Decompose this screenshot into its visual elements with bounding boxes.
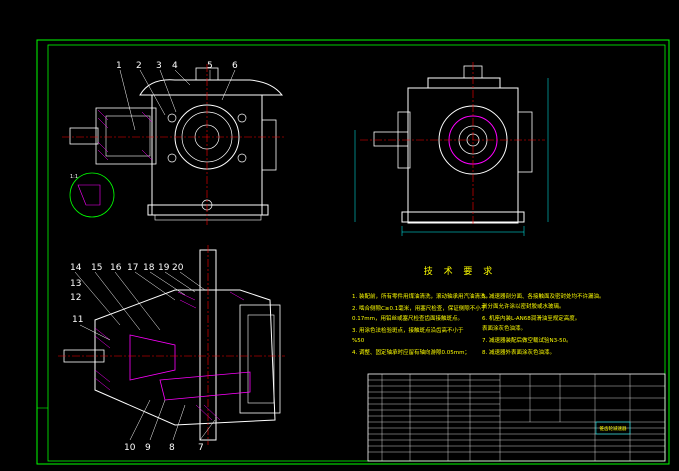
plan-housing xyxy=(94,289,276,426)
technical-requirements: 技 术 要 求 1. 装配前，所有零件用煤油清洗，滚动轴承用汽油清洗。 2. 啮… xyxy=(352,265,605,356)
front-bearing-cap xyxy=(95,107,157,165)
front-input-shaft xyxy=(69,127,99,145)
tech-req-right-2: 剖分面允许涂以密封胶或水玻璃。 xyxy=(482,302,565,310)
tech-req-left-2: 2. 啮合侧隙C≥0.1毫米，用塞尺检查，保证侧隙不小于 xyxy=(352,304,487,312)
title-block-grid xyxy=(368,374,665,461)
plan-view xyxy=(58,245,285,445)
part-label-18: 18 xyxy=(143,263,155,273)
part-label-20: 20 xyxy=(172,263,184,273)
front-part-labels: 1 2 3 4 5 6 xyxy=(116,61,238,71)
front-detail-circle xyxy=(69,172,115,218)
tech-req-left-4: 3. 用涂色法检验斑点，接触斑点沿齿高不小于 xyxy=(352,326,464,334)
front-hatch xyxy=(97,109,153,161)
part-label-8: 8 xyxy=(169,443,175,453)
outer-border xyxy=(36,39,670,465)
part-label-3: 3 xyxy=(156,61,162,71)
tech-req-left-5: %50 xyxy=(352,338,365,344)
tech-req-title: 技 术 要 求 xyxy=(424,265,497,277)
title-block-frame xyxy=(367,373,666,462)
plan-inner-housing xyxy=(239,304,281,414)
part-label-15: 15 xyxy=(91,263,102,273)
front-view: 1:1 xyxy=(62,64,285,225)
drawing-name: 锥齿轮减速器 xyxy=(600,425,627,432)
detail-scale-label: 1:1 xyxy=(70,174,78,180)
plan-bevel-pinion xyxy=(129,334,176,381)
part-label-17: 17 xyxy=(127,263,138,273)
front-leaders xyxy=(119,69,236,131)
tech-req-right-4: 表面涂灰色油漆。 xyxy=(482,324,526,332)
tech-req-right-6: 8. 减速器外表面涂灰色油漆。 xyxy=(482,348,555,356)
front-detail-shape xyxy=(77,184,101,206)
front-inner-cap xyxy=(105,115,151,157)
side-housing xyxy=(407,87,519,224)
plan-part-labels: 14 15 16 17 18 19 20 13 12 11 10 9 8 7 xyxy=(70,263,204,453)
part-label-13: 13 xyxy=(70,279,81,289)
title-name-cell xyxy=(595,421,631,435)
tech-req-left-6: 4. 调整、固定轴承时应留有轴向游隙0.05mm； xyxy=(352,348,470,356)
tech-req-right-1: 5. 减速器剖分面、各接触面及密封处均不许漏油。 xyxy=(482,292,605,300)
side-dimensions xyxy=(354,78,549,236)
tech-req-left-1: 1. 装配前，所有零件用煤油清洗，滚动轴承用汽油清洗。 xyxy=(352,292,491,300)
front-centerlines xyxy=(62,64,285,225)
front-right-flange xyxy=(261,119,277,171)
side-base xyxy=(401,211,525,223)
side-input-shaft xyxy=(373,131,409,147)
part-label-19: 19 xyxy=(158,263,170,273)
front-top-cover xyxy=(139,79,284,96)
part-label-4: 4 xyxy=(172,61,178,71)
part-label-11: 11 xyxy=(72,315,83,325)
plan-hatch xyxy=(94,291,245,421)
part-label-10: 10 xyxy=(124,443,136,453)
part-label-6: 6 xyxy=(232,61,238,71)
part-label-1: 1 xyxy=(116,61,122,71)
plan-centerlines xyxy=(58,245,285,445)
plan-leaders xyxy=(74,271,216,441)
tech-req-right-5: 7. 减速器装配后做空载试验N3-50。 xyxy=(482,336,572,344)
part-label-2: 2 xyxy=(136,61,142,71)
title-block: 锥齿轮减速器 xyxy=(367,373,666,462)
side-view xyxy=(354,62,549,236)
side-right-flange xyxy=(517,111,533,173)
plan-bevel-gear xyxy=(159,371,251,401)
side-top-cover xyxy=(427,77,501,88)
part-label-9: 9 xyxy=(145,443,151,453)
tech-req-left-3: 0.17mm，用铅丝或塞尺检查齿面接触斑点。 xyxy=(352,314,463,322)
tech-req-right-3: 6. 机座内装L-AN68润滑油至规定高度。 xyxy=(482,314,580,322)
part-label-5: 5 xyxy=(207,61,213,71)
plan-inner-housing-2 xyxy=(247,314,275,404)
inner-border xyxy=(47,44,666,462)
part-label-7: 7 xyxy=(198,443,204,453)
part-label-16: 16 xyxy=(110,263,122,273)
front-base-foot xyxy=(154,214,262,221)
side-centerlines xyxy=(360,62,545,226)
part-label-14: 14 xyxy=(70,263,82,273)
part-label-12: 12 xyxy=(70,293,81,303)
